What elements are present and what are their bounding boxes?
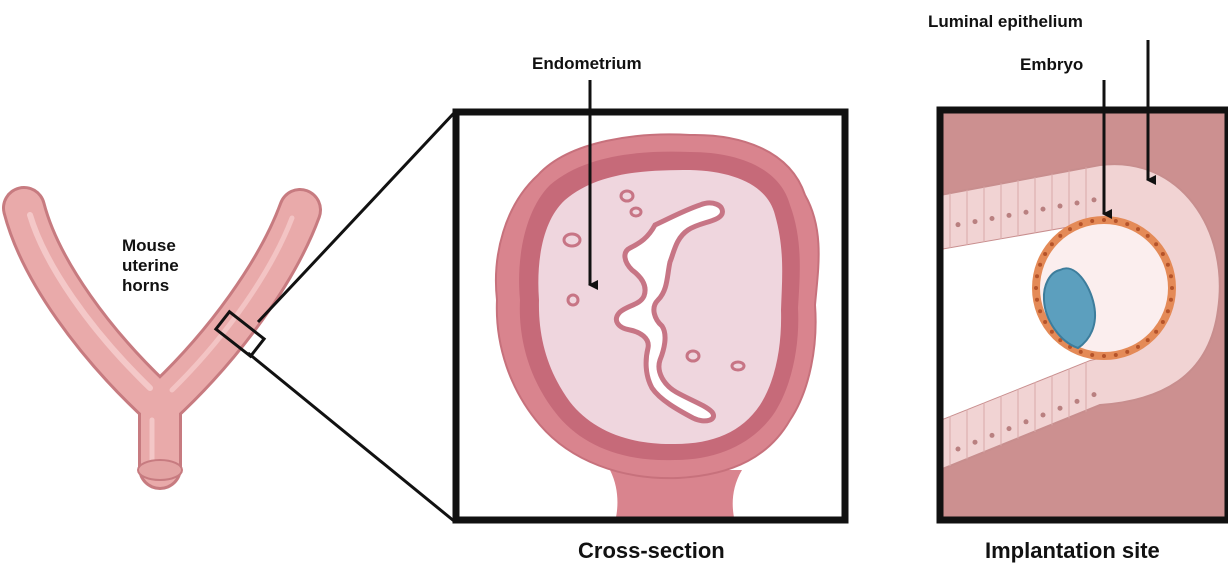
trophectoderm-cell bbox=[1136, 227, 1140, 231]
trophectoderm-cell bbox=[1114, 219, 1118, 223]
zoom-line-bottom bbox=[248, 353, 454, 521]
gland bbox=[564, 234, 580, 246]
trophectoderm-cell bbox=[1043, 252, 1047, 256]
epithelial-nucleus bbox=[990, 216, 995, 221]
epithelial-nucleus bbox=[1092, 197, 1097, 202]
trophectoderm-cell bbox=[1102, 354, 1106, 358]
gland bbox=[732, 362, 744, 370]
gland bbox=[631, 208, 641, 216]
trophectoderm-cell bbox=[1166, 263, 1170, 267]
embryo-label: Embryo bbox=[1020, 55, 1083, 75]
trophectoderm-cell bbox=[1090, 353, 1094, 357]
epithelial-nucleus bbox=[956, 222, 961, 227]
gland bbox=[687, 351, 699, 361]
trophectoderm-cell bbox=[1161, 320, 1165, 324]
epithelial-nucleus bbox=[1075, 399, 1080, 404]
epithelial-nucleus bbox=[990, 433, 995, 438]
epithelial-nucleus bbox=[973, 219, 978, 224]
epithelial-nucleus bbox=[1024, 210, 1029, 215]
cross-section-caption: Cross-section bbox=[578, 538, 725, 564]
trophectoderm-cell bbox=[1136, 345, 1140, 349]
epithelial-nucleus bbox=[973, 440, 978, 445]
trophectoderm-cell bbox=[1170, 286, 1174, 290]
trophectoderm-cell bbox=[1125, 350, 1129, 354]
epithelial-nucleus bbox=[1041, 413, 1046, 418]
horns-label: Mouse uterine horns bbox=[122, 236, 179, 296]
gland bbox=[621, 191, 633, 201]
trophectoderm-cell bbox=[1102, 218, 1106, 222]
trophectoderm-cell bbox=[1058, 234, 1062, 238]
trophectoderm-cell bbox=[1169, 298, 1173, 302]
trophectoderm-cell bbox=[1079, 222, 1083, 226]
horns-label-line-2: uterine bbox=[122, 256, 179, 276]
trophectoderm-cell bbox=[1038, 309, 1042, 313]
cross-section-panel bbox=[456, 80, 845, 522]
trophectoderm-cell bbox=[1043, 320, 1047, 324]
trophectoderm-cell bbox=[1038, 263, 1042, 267]
epithelial-nucleus bbox=[956, 447, 961, 452]
trophectoderm-cell bbox=[1146, 234, 1150, 238]
horns-label-line-3: horns bbox=[122, 276, 179, 296]
epithelial-nucleus bbox=[1007, 426, 1012, 431]
trophectoderm-cell bbox=[1114, 353, 1118, 357]
epithelial-nucleus bbox=[1024, 419, 1029, 424]
gland bbox=[568, 295, 578, 305]
trophectoderm-cell bbox=[1034, 286, 1038, 290]
trophectoderm-cell bbox=[1050, 242, 1054, 246]
implantation-panel bbox=[940, 40, 1228, 520]
trophectoderm-cell bbox=[1035, 274, 1039, 278]
endometrium-label: Endometrium bbox=[532, 54, 642, 74]
trophectoderm-cell bbox=[1068, 227, 1072, 231]
epithelial-nucleus bbox=[1041, 207, 1046, 212]
trophectoderm-cell bbox=[1161, 252, 1165, 256]
epithelial-nucleus bbox=[1092, 392, 1097, 397]
trophectoderm-cell bbox=[1146, 338, 1150, 342]
epithelial-nucleus bbox=[1075, 200, 1080, 205]
trophectoderm-cell bbox=[1169, 274, 1173, 278]
horns-label-line-1: Mouse bbox=[122, 236, 179, 256]
trophectoderm-cell bbox=[1154, 330, 1158, 334]
epithelial-nucleus bbox=[1058, 406, 1063, 411]
trophectoderm-cell bbox=[1090, 219, 1094, 223]
luminal-epithelium-label: Luminal epithelium bbox=[928, 12, 1083, 32]
endometrium-stroma bbox=[538, 170, 782, 444]
trophectoderm-cell bbox=[1079, 350, 1083, 354]
epithelial-nucleus bbox=[1058, 204, 1063, 209]
trophectoderm-cell bbox=[1050, 330, 1054, 334]
trophectoderm-cell bbox=[1166, 309, 1170, 313]
trophectoderm-cell bbox=[1125, 222, 1129, 226]
epithelial-nucleus bbox=[1007, 213, 1012, 218]
implantation-caption: Implantation site bbox=[985, 538, 1160, 564]
trophectoderm-cell bbox=[1154, 242, 1158, 246]
trophectoderm-cell bbox=[1035, 298, 1039, 302]
